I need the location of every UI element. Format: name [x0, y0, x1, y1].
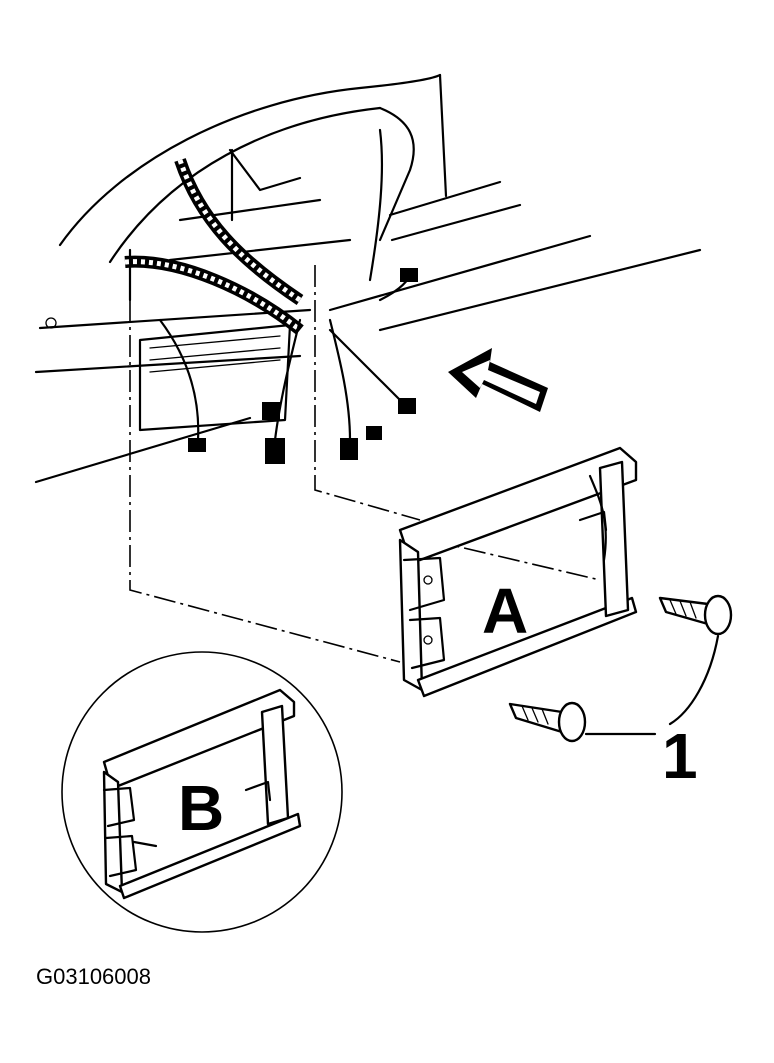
label-a: A [482, 575, 528, 647]
figure-code: G03106008 [36, 964, 151, 989]
label-screws: 1 [662, 720, 698, 792]
installation-direction-arrow-icon [448, 348, 548, 412]
alignment-lines [129, 265, 601, 663]
screw-leader-lines [584, 634, 720, 736]
label-b: B [178, 772, 224, 844]
mounting-frame-a [398, 446, 638, 698]
wiring-harness [124, 128, 418, 464]
dashboard-outline [34, 73, 702, 484]
detail-circle [61, 651, 343, 933]
radio-opening [138, 323, 292, 432]
screw-upper [658, 594, 733, 636]
screw-lower [508, 701, 587, 743]
